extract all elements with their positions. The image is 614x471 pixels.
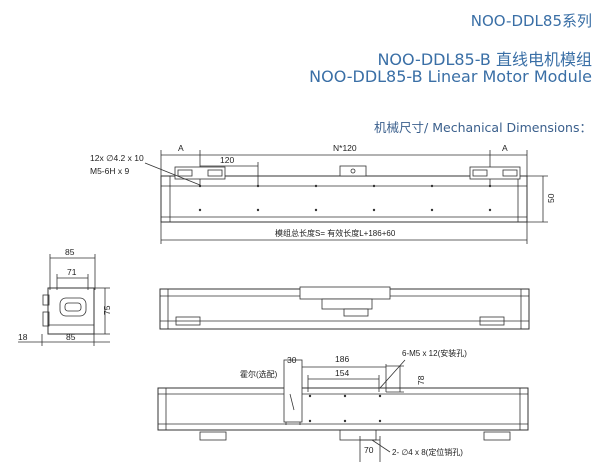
end-height-75: 75 [102, 305, 112, 315]
product-title-en: NOO-DDL85-B Linear Motor Module [309, 67, 592, 86]
mechanical-dimensions-heading: 机械尺寸/ Mechanical Dimensions： [374, 120, 592, 135]
bottom-view [157, 359, 529, 462]
side-view [159, 286, 530, 330]
bottom-width-70: 70 [364, 445, 374, 455]
end-offset-18: 18 [18, 332, 28, 342]
dim-a-left: A [178, 143, 184, 153]
bottom-width-154: 154 [335, 368, 349, 378]
dim-120: 120 [220, 155, 234, 165]
holes-callout: 12x ∅4.2 x 10 [90, 153, 144, 163]
top-view [144, 150, 548, 244]
bottom-view-holes [308, 394, 382, 423]
bottom-height-78: 78 [416, 375, 426, 385]
end-view [18, 254, 110, 346]
dim-n-120: N*120 [333, 143, 357, 153]
end-width-71: 71 [67, 267, 77, 277]
thread-callout: M5-6H x 9 [90, 166, 129, 176]
series-title: NOO-DDL85系列 [470, 12, 592, 30]
hall-sensor-label: 霍尔(选配) [240, 369, 278, 379]
top-view-holes [198, 184, 492, 212]
bottom-width-30: 30 [287, 355, 297, 365]
dim-height-50: 50 [546, 193, 556, 203]
bottom-width-186: 186 [335, 354, 349, 364]
end-width-85-top: 85 [65, 247, 75, 257]
total-length-formula: 模组总长度S= 有效长度L+186+60 [275, 228, 396, 238]
product-title-cn: NOO-DDL85-B 直线电机模组 [377, 50, 592, 69]
dowel-pin-callout: 2- ∅4 x 8(定位销孔) [392, 447, 463, 457]
end-width-85-bottom: 85 [66, 332, 76, 342]
dim-a-right: A [502, 143, 508, 153]
mount-holes-callout: 6-M5 x 12(安装孔) [402, 348, 467, 358]
